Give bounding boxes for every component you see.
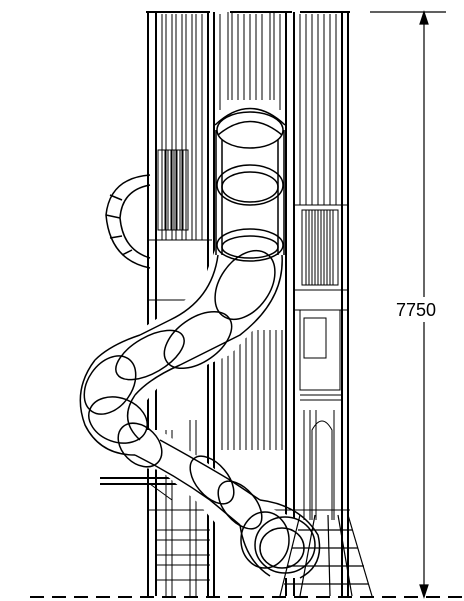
height-dimension: [370, 10, 446, 599]
climbing-net: [279, 514, 373, 597]
spiral-tube-slide: [79, 107, 321, 579]
mesh-panels: [157, 149, 339, 286]
height-dimension-label: 7750: [396, 300, 436, 320]
